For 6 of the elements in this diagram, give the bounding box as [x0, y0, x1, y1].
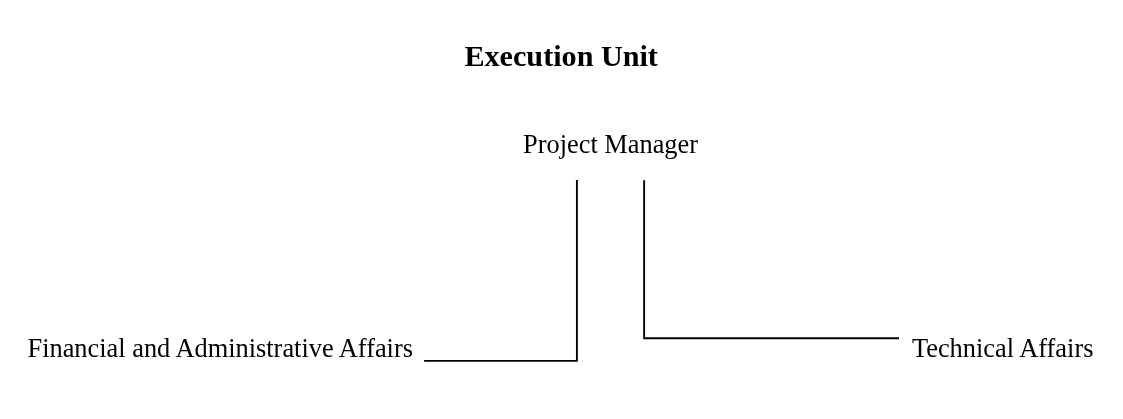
connector: [643, 178, 900, 339]
connector: [423, 178, 578, 362]
node-text: Technical Affairs: [911, 332, 1094, 362]
node-text: Financial and Administrative Affairs: [27, 332, 414, 362]
diagram-title: Execution Unit: [464, 38, 658, 73]
node-text: Project Manager: [523, 128, 699, 159]
